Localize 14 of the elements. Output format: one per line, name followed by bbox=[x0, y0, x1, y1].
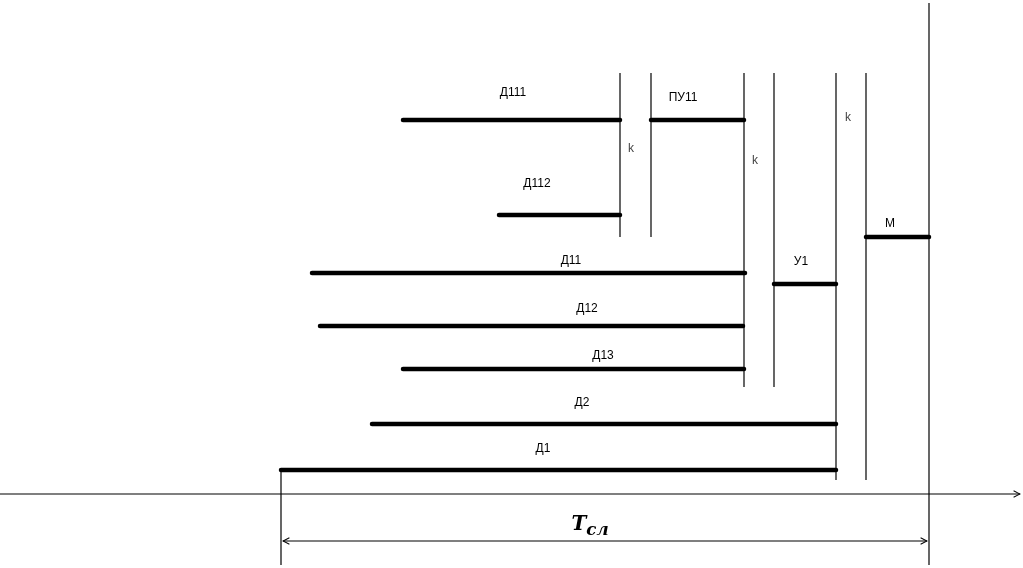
operation-label: Д2 bbox=[574, 395, 590, 409]
operation-label: У1 bbox=[793, 254, 809, 268]
operation-label: ПУ11 bbox=[668, 90, 698, 104]
operation-label: Д1 bbox=[535, 441, 551, 455]
dimension-label: Т$_{сл}$ bbox=[571, 511, 609, 541]
operation-label: Д11 bbox=[560, 253, 582, 267]
interval-label: k bbox=[845, 110, 851, 124]
operation-label: М bbox=[885, 216, 895, 230]
operation-label: Д111 bbox=[499, 85, 527, 99]
operation-label: Д12 bbox=[576, 301, 598, 315]
operation-label: Д112 bbox=[523, 176, 551, 190]
interval-label: k bbox=[752, 153, 758, 167]
operation-label: Д13 bbox=[592, 348, 614, 362]
interval-label: k bbox=[628, 141, 634, 155]
